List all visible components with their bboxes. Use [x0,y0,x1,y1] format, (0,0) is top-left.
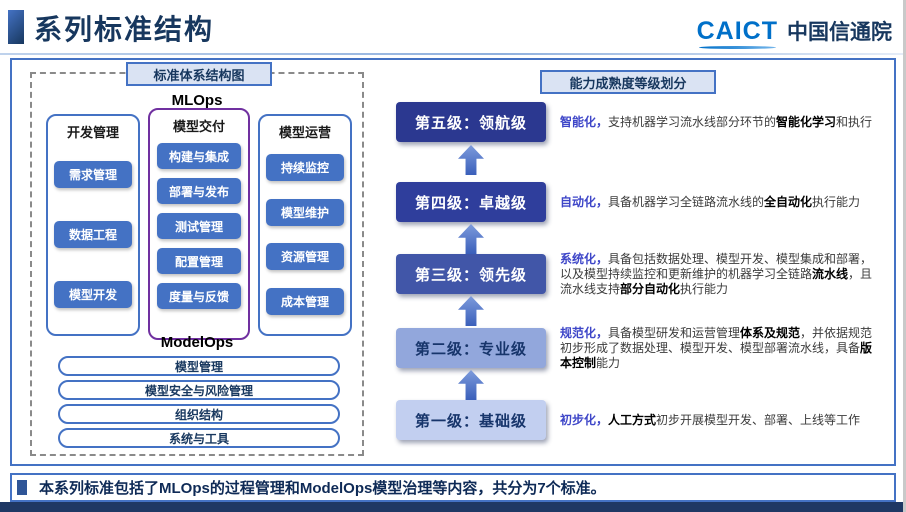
text-segment: 智能化学习 [776,114,837,129]
footer-text: 本系列标准包括了MLOps的过程管理和ModelOps模型治理等内容，共分为7个… [39,480,606,497]
process-chip: 资源管理 [266,243,344,271]
footer-note: 本系列标准包括了MLOps的过程管理和ModelOps模型治理等内容，共分为7个… [10,473,896,502]
caict-logo-chinese: 中国信通院 [787,21,892,44]
mlops-column-1: 开发管理需求管理数据工程模型开发 [46,114,140,336]
text-segment: 部分自动化 [620,281,681,296]
column-items: 构建与集成部署与发布测试管理配置管理度量与反馈 [150,135,248,338]
text-segment: 体系及规范 [740,325,801,340]
text-segment: ，且流水线支持 [560,266,873,296]
level-description: 智能化，支持机器学习流水线部分环节的智能化学习和执行 [560,115,872,130]
level-description: 系统化，具备包括数据处理、模型开发、模型集成和部署，以及模型持续监控和更新维护的… [560,252,882,297]
text-segment: 和执行 [836,114,873,129]
text-segment: 初步化， [560,412,609,427]
up-arrow-icon [458,296,484,326]
process-chip: 配置管理 [157,248,241,274]
text-segment: 执行能力 [680,281,729,296]
text-segment: 初步开展模型开发、部署、上线等工作 [656,412,861,427]
caict-logo: CAICT 中国信通院 [696,16,892,49]
text-segment: 流水线 [812,266,849,281]
level-box: 第二级：专业级 [396,328,546,368]
text-segment: 全自动化 [764,194,813,209]
process-chip: 持续监控 [266,153,344,181]
text-segment: 执行能力 [812,194,861,209]
column-items: 持续监控模型维护资源管理成本管理 [260,141,350,334]
level-description: 规范化，具备模型研发和运营管理体系及规范，并依据规范初步形成了数据处理、模型开发… [560,326,882,371]
up-arrow-icon [458,370,484,400]
screen-edge [903,0,906,512]
modelops-bar: 组织结构 [58,404,340,424]
text-segment: 人工方式 [608,412,657,427]
level-row: 第三级：领先级系统化，具备包括数据处理、模型开发、模型集成和部署，以及模型持续监… [396,252,882,297]
level-box: 第三级：领先级 [396,254,546,294]
text-segment: 支持机器学习流水线部分环节的 [608,114,777,129]
process-chip: 数据工程 [54,220,132,248]
process-chip: 度量与反馈 [157,283,241,309]
left-panel-badge: 标准体系结构图 [126,62,272,86]
process-chip: 模型开发 [54,280,132,308]
process-chip: 模型维护 [266,198,344,226]
header-divider [0,53,906,55]
text-segment: 具备模型研发和运营管理 [608,325,741,340]
level-description: 自动化，具备机器学习全链路流水线的全自动化执行能力 [560,195,860,210]
mlops-column-3: 模型运营持续监控模型维护资源管理成本管理 [258,114,352,336]
footer-accent-square [17,480,27,495]
standard-structure-panel: 标准体系结构图 MLOps 开发管理需求管理数据工程模型开发模型交付构建与集成部… [30,62,364,456]
modelops-bar: 模型安全与风险管理 [58,380,340,400]
right-panel-badge: 能力成熟度等级划分 [540,70,716,94]
column-title: 开发管理 [66,125,119,140]
modelops-label: ModelOps [160,334,234,351]
level-row: 第一级：基础级初步化，人工方式初步开展模型开发、部署、上线等工作 [396,400,882,440]
level-row: 第五级：领航级智能化，支持机器学习流水线部分环节的智能化学习和执行 [396,102,882,142]
mlops-label: MLOps [171,92,223,109]
modelops-bars: 模型管理模型安全与风险管理组织结构系统与工具 [58,356,340,448]
text-segment: 版本控制 [560,340,873,370]
process-chip: 成本管理 [266,288,344,316]
text-segment: ，并依据规范初步形成了数据处理、模型开发、模型部署流水线，具备 [560,325,873,355]
modelops-bar: 系统与工具 [58,428,340,448]
level-row: 第四级：卓越级自动化，具备机器学习全链路流水线的全自动化执行能力 [396,182,882,222]
process-chip: 需求管理 [54,161,132,189]
process-chip: 部署与发布 [157,178,241,204]
text-segment: 规范化， [560,325,609,340]
column-items: 需求管理数据工程模型开发 [48,141,138,334]
process-chip: 构建与集成 [157,143,241,169]
text-segment: 系统化， [560,251,609,266]
caict-logo-text: CAICT [696,17,778,49]
maturity-panel: 能力成熟度等级划分 第五级：领航级智能化，支持机器学习流水线部分环节的智能化学习… [388,60,890,462]
up-arrow-icon [458,224,484,254]
column-title: 模型交付 [172,119,225,134]
level-description: 初步化，人工方式初步开展模型开发、部署、上线等工作 [560,413,860,428]
column-title: 模型运营 [278,125,331,140]
page-title: 系列标准结构 [34,14,215,45]
process-chip: 测试管理 [157,213,241,239]
text-segment: 具备机器学习全链路流水线的 [608,194,765,209]
level-box: 第四级：卓越级 [396,182,546,222]
text-segment: 具备包括数据处理、模型开发、模型集成和部署，以及模型持续监控和更新维护的机器学习… [560,251,873,281]
title-accent-square [8,10,24,44]
up-arrow-icon [458,145,484,175]
text-segment: 智能化， [560,114,609,129]
text-segment: 能力 [596,355,621,370]
bottom-navy-strip [0,502,906,512]
mlops-column-2: 模型交付构建与集成部署与发布测试管理配置管理度量与反馈 [148,108,250,340]
text-segment: 自动化， [560,194,609,209]
modelops-bar: 模型管理 [58,356,340,376]
level-box: 第一级：基础级 [396,400,546,440]
level-box: 第五级：领航级 [396,102,546,142]
level-row: 第二级：专业级规范化，具备模型研发和运营管理体系及规范，并依据规范初步形成了数据… [396,326,882,371]
